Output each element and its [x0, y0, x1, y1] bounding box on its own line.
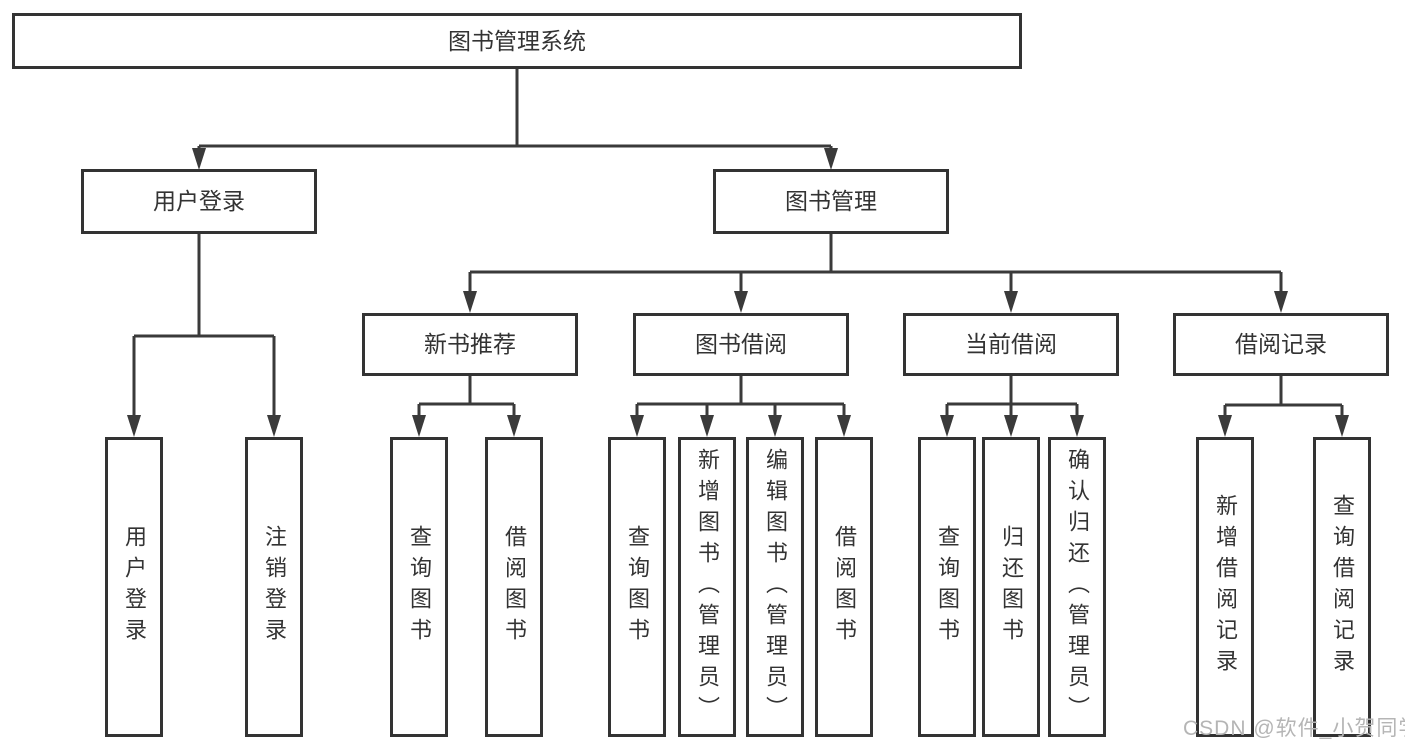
node-label: 查询图书 — [407, 525, 432, 649]
leaf-user-login: 用户登录 — [105, 437, 163, 737]
node-label: 注销登录 — [262, 525, 287, 649]
node-label: 查询借阅记录 — [1330, 494, 1355, 680]
arrowhead — [1070, 415, 1084, 437]
node-label: 用户登录 — [153, 188, 245, 214]
arrowhead — [267, 415, 281, 437]
arrowhead — [127, 415, 141, 437]
arrowhead — [192, 148, 206, 170]
connector-current-borrow-children — [945, 376, 1079, 416]
arrowhead — [1274, 291, 1288, 313]
arrowhead — [463, 291, 477, 313]
leaf-current-confirm-return-admin: 确认归还（管理员） — [1048, 437, 1106, 737]
arrowhead — [824, 148, 838, 170]
node-label: 确认归还（管理员） — [1065, 447, 1090, 727]
node-label: 新书推荐 — [424, 331, 516, 357]
node-user-login: 用户登录 — [81, 169, 317, 234]
node-label: 图书管理系统 — [448, 27, 586, 54]
leaf-borrowing-borrow-book: 借阅图书 — [815, 437, 873, 737]
node-label: 借阅记录 — [1235, 331, 1327, 357]
node-label: 借阅图书 — [832, 525, 857, 649]
node-borrowing-records: 借阅记录 — [1173, 313, 1389, 376]
node-current-borrowing: 当前借阅 — [903, 313, 1119, 376]
leaf-borrowing-query-book: 查询图书 — [608, 437, 666, 737]
node-label: 图书管理 — [785, 188, 877, 214]
arrowhead — [768, 415, 782, 437]
leaf-current-return-book: 归还图书 — [982, 437, 1040, 737]
node-label: 用户登录 — [122, 525, 147, 649]
node-label: 查询图书 — [935, 525, 960, 649]
node-label: 借阅图书 — [502, 525, 527, 649]
leaf-current-query-book: 查询图书 — [918, 437, 976, 737]
arrowhead — [837, 415, 851, 437]
node-label: 当前借阅 — [965, 331, 1057, 357]
node-label: 新增图书（管理员） — [695, 447, 720, 727]
node-book-management: 图书管理 — [713, 169, 949, 234]
connector-book-borrow-children — [635, 376, 846, 416]
leaf-records-query-record: 查询借阅记录 — [1313, 437, 1371, 737]
node-new-book-recommend: 新书推荐 — [362, 313, 578, 376]
node-label: 新增借阅记录 — [1213, 494, 1238, 680]
arrowhead — [507, 415, 521, 437]
arrowhead — [1218, 415, 1232, 437]
leaf-records-add-record: 新增借阅记录 — [1196, 437, 1254, 737]
arrowhead — [630, 415, 644, 437]
connector-borrow-records-children — [1223, 376, 1344, 416]
arrowhead — [940, 415, 954, 437]
leaf-newbook-borrow-book: 借阅图书 — [485, 437, 543, 737]
arrowhead — [734, 291, 748, 313]
leaf-newbook-query-book: 查询图书 — [390, 437, 448, 737]
arrowhead — [1335, 415, 1349, 437]
node-book-borrowing: 图书借阅 — [633, 313, 849, 376]
connector-new-book-children — [417, 376, 516, 416]
node-label: 归还图书 — [999, 525, 1024, 649]
node-library-management-system: 图书管理系统 — [12, 13, 1022, 69]
connector-root-to-level2 — [197, 69, 833, 150]
arrowhead — [412, 415, 426, 437]
node-label: 查询图书 — [625, 525, 650, 649]
arrowhead — [700, 415, 714, 437]
arrowhead — [1004, 415, 1018, 437]
node-label: 图书借阅 — [695, 331, 787, 357]
connector-user-login-children — [132, 234, 276, 416]
csdn-watermark: CSDN @软件_小贺同学 — [1183, 717, 1405, 740]
leaf-logout: 注销登录 — [245, 437, 303, 737]
leaf-borrowing-edit-book-admin: 编辑图书（管理员） — [746, 437, 804, 737]
leaf-borrowing-add-book-admin: 新增图书（管理员） — [678, 437, 736, 737]
connector-book-management-children — [468, 234, 1283, 292]
node-label: 编辑图书（管理员） — [763, 447, 788, 727]
arrowhead — [1004, 291, 1018, 313]
